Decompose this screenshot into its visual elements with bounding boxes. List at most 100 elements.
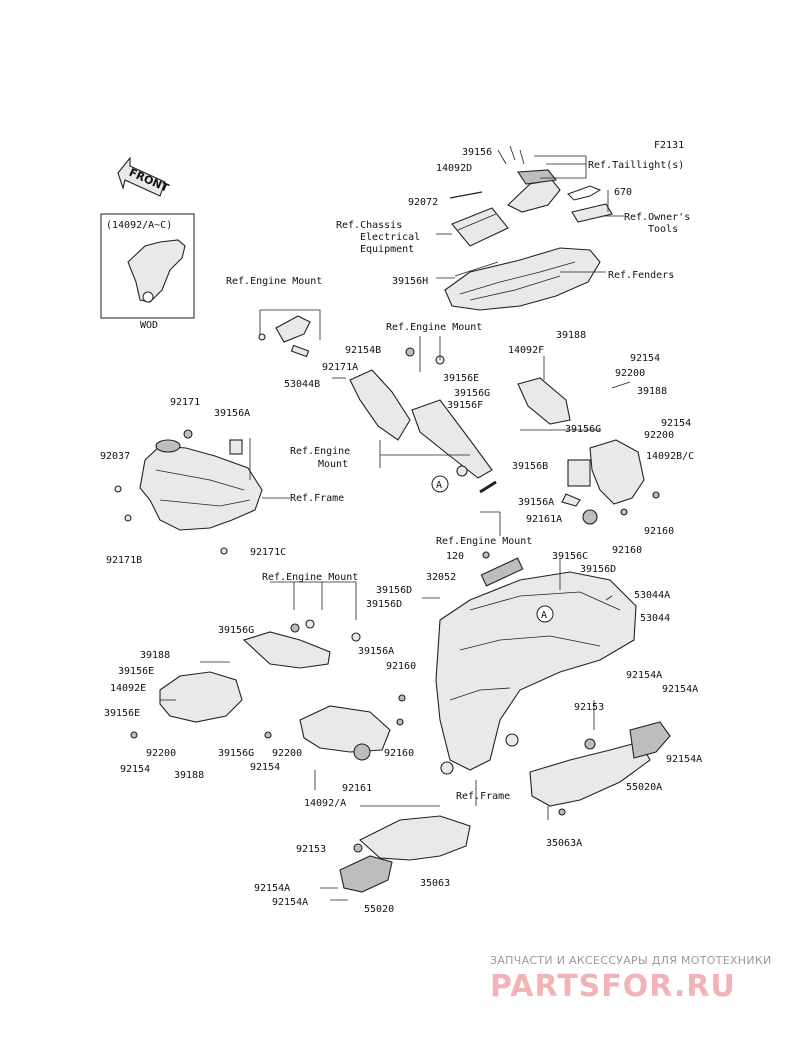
part-label: Ref.Engine Mount [226,276,322,287]
part-label: 92160 [386,661,416,672]
part-label: 92154A [254,883,290,894]
watermark: ЗАПЧАСТИ И АКСЕССУАРЫ ДЛЯ МОТОТЕХНИКИ PA… [490,954,772,1004]
rear-fender-assembly [444,145,613,311]
part-label: Ref.Engine Mount [436,536,532,547]
leader-lines [160,155,631,901]
part-label: 92200 [272,748,302,759]
part-label: 92171B [106,555,142,566]
front-arrow-icon: FRONT [117,156,171,197]
part-label: 14092E [110,683,146,694]
part-label: 55020 [364,904,394,915]
part-label: 39156D [366,599,402,610]
part-label: 92037 [100,451,130,462]
watermark-subtitle: ЗАПЧАСТИ И АКСЕССУАРЫ ДЛЯ МОТОТЕХНИКИ [490,954,772,967]
part-label: 39188 [637,386,667,397]
part-label: Ref.Engine Mount [262,572,358,583]
part-label: 92160 [612,545,642,556]
part-labels: 39156 14092D Ref.Taillight(s) 92072 670 … [100,147,702,915]
part-label: 55020A [626,782,662,793]
part-label: 39156G [454,388,490,399]
part-label: 53044A [634,590,670,601]
part-label: 39156E [443,373,479,384]
part-label: 39156F [447,400,483,411]
part-label: Tools [648,224,678,235]
part-label: 14092/A [304,798,346,809]
part-label: 14092B/C [646,451,694,462]
part-label: 92154B [345,345,381,356]
part-label: 39188 [174,770,204,781]
part-label: 53044B [284,379,320,390]
part-label: 39156E [118,666,154,677]
part-label: 92200 [644,430,674,441]
part-label: 39188 [556,330,586,341]
svg-text:A: A [541,610,547,621]
part-label: Electrical [360,232,420,243]
part-label: 92072 [408,197,438,208]
part-label: 39156B [512,461,548,472]
part-label: 92171A [322,362,358,373]
right-footrest-bracket [529,721,671,816]
part-label: 92200 [146,748,176,759]
part-label: 92154A [662,684,698,695]
part-label: 670 [614,187,632,198]
part-label: 39156G [218,625,254,636]
part-label: 39156A [518,497,554,508]
part-label: 14092D [436,163,472,174]
part-label: 92154A [626,670,662,681]
part-label: Equipment [360,244,414,255]
left-lower-bracket [130,619,406,761]
inset-caption: (14092/A~C) [106,220,172,231]
part-label: 92154 [661,418,691,429]
inset-box: (14092/A~C) WOD [100,213,195,331]
part-label: 92154A [666,754,702,765]
part-label: 35063A [546,838,582,849]
part-label: 14092F [508,345,544,356]
left-upper-frame [114,429,263,555]
part-label: 92160 [644,526,674,537]
left-footrest-bracket [339,815,471,893]
part-label: Ref.Fenders [608,270,674,281]
part-label: Ref.Engine Mount [386,322,482,333]
part-label: 39156G [565,424,601,435]
part-label: 92160 [384,748,414,759]
part-label: 92154 [120,764,150,775]
part-label: 39156D [376,585,412,596]
part-label: 39156G [218,748,254,759]
part-label: 92161A [526,514,562,525]
part-label: 92154A [272,897,308,908]
part-label: 39188 [140,650,170,661]
part-label: 92171C [250,547,286,558]
main-frame [435,551,637,775]
right-bracket [561,439,660,525]
part-label: Ref.Chassis [336,220,402,231]
center-bracket-arm [349,347,571,494]
part-label: Ref.Taillight(s) [588,160,684,171]
part-label: 92153 [574,702,604,713]
part-label: 120 [446,551,464,562]
part-label: 39156D [580,564,616,575]
part-label: 39156 [462,147,492,158]
part-label: Mount [318,459,348,470]
part-label: Ref.Engine [290,446,350,457]
part-label: 39156E [104,708,140,719]
part-label: 92153 [296,844,326,855]
watermark-brand: PARTSFOR.RU [490,969,736,1004]
part-label: 92161 [342,783,372,794]
inset-sub: WOD [140,320,158,331]
reference-marker-a: A [431,475,449,493]
part-label: 39156H [392,276,428,287]
part-label: 92154 [250,762,280,773]
part-label: 92171 [170,397,200,408]
part-label: 39156A [214,408,250,419]
part-label: 92200 [615,368,645,379]
part-label: Ref.Owner's [624,212,690,223]
part-label: Ref.Frame [290,493,344,504]
part-label: 32052 [426,572,456,583]
figure-code: F2131 [654,140,684,151]
part-label: 92154 [630,353,660,364]
part-label: 39156C [552,551,588,562]
svg-text:A: A [436,480,442,491]
part-label: 39156A [358,646,394,657]
part-label: 53044 [640,613,670,624]
